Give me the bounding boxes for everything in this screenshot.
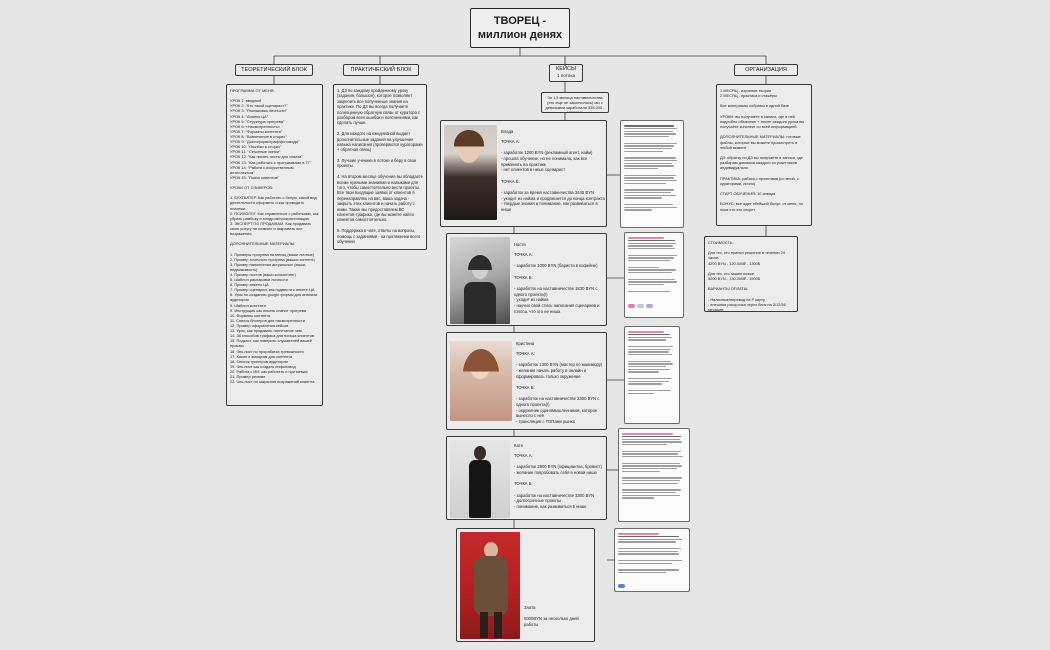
case-text-nastya: ТОЧКА А: - заработок 1000 BYN (баристa в…	[514, 252, 600, 314]
main-title-line1: ТВОРЕЦ -	[493, 15, 547, 27]
case-name-katya: Катя	[514, 443, 523, 448]
review-screenshot-4	[618, 428, 690, 522]
pricing-block: СТОИМОСТЬ: Для тех, кто принял решение в…	[704, 236, 798, 312]
case-card-kristina: Кристина ТОЧКА А: - заработок 1300 BYN (…	[446, 332, 607, 430]
case-text-katya: ТОЧКА А: - заработок 2800 BYN (официантк…	[514, 453, 602, 510]
case-card-katya: Катя ТОЧКА А: - заработок 2800 BYN (офиц…	[446, 436, 607, 520]
photo-nastya	[450, 237, 510, 324]
case-name-nastya: Настя	[514, 242, 526, 247]
theory-header: ТЕОРЕТИЧЕСКИЙ БЛОК	[235, 64, 313, 76]
org-header: ОРГАНИЗАЦИЯ	[734, 64, 798, 76]
photo-vlada	[444, 125, 497, 220]
theory-text: ПРОГРАММА ОТ МЕНЯ: УРОК 1: вводный УРОК …	[230, 88, 319, 385]
photo-zlata	[460, 532, 520, 639]
practice-block: 1. ДЗ по каждому пройденному уроку (зада…	[333, 84, 427, 250]
case-text-zlata: Злата 5000BYN за несколько дней работы	[524, 604, 579, 627]
photo-katya	[450, 440, 510, 518]
theory-block: ПРОГРАММА ОТ МЕНЯ: УРОК 1: вводный УРОК …	[226, 84, 323, 406]
theory-header-label: ТЕОРЕТИЧЕСКИЙ БЛОК	[241, 67, 307, 73]
case-card-nastya: Настя ТОЧКА А: - заработок 1000 BYN (бар…	[446, 233, 607, 326]
case-text-kristina: ТОЧКА А: - заработок 1300 BYN (мастер по…	[516, 351, 603, 425]
cases-intro-box: За 1,5 месяца наставничества (это еще не…	[541, 92, 609, 113]
cases-header-sub: 1 потока	[556, 72, 576, 78]
main-title-box: ТВОРЕЦ - миллион денях	[470, 8, 570, 48]
pricing-text: СТОИМОСТЬ: Для тех, кто принял решение в…	[708, 240, 786, 312]
review-screenshot-5	[614, 528, 690, 592]
case-card-zlata: Злата 5000BYN за несколько дней работы	[456, 528, 595, 642]
org-header-label: ОРГАНИЗАЦИЯ	[745, 67, 787, 73]
review-screenshot-1	[620, 120, 684, 228]
case-name-vlada: Влада	[501, 129, 514, 134]
review-screenshot-3	[624, 326, 680, 424]
practice-text: 1. ДЗ по каждому пройденному уроку (зада…	[337, 88, 423, 244]
cases-header-label: КЕЙСЫ	[555, 66, 576, 72]
cases-header: КЕЙСЫ 1 потока	[549, 64, 583, 82]
case-card-vlada: Влада ТОЧКА А: - заработок 1200 BYN (рек…	[440, 120, 607, 227]
organization-text: 1 МЕСЯЦ - изучение теории 2 МЕСЯЦ - прак…	[720, 88, 805, 212]
cases-intro-text: За 1,5 месяца наставничества (это еще не…	[545, 95, 606, 113]
review-screenshot-2	[624, 232, 684, 318]
practice-header: ПРАКТИЧЕСКИЙ БЛОК	[343, 64, 419, 76]
practice-header-label: ПРАКТИЧЕСКИЙ БЛОК	[350, 67, 412, 73]
organization-block: 1 МЕСЯЦ - изучение теории 2 МЕСЯЦ - прак…	[716, 84, 812, 226]
case-text-vlada: ТОЧКА А: - заработок 1200 BYN (рекламный…	[501, 139, 605, 213]
photo-kristina	[450, 341, 512, 421]
case-name-kristina: Кристина	[516, 341, 535, 346]
main-title-line2: миллион денях	[477, 29, 563, 41]
